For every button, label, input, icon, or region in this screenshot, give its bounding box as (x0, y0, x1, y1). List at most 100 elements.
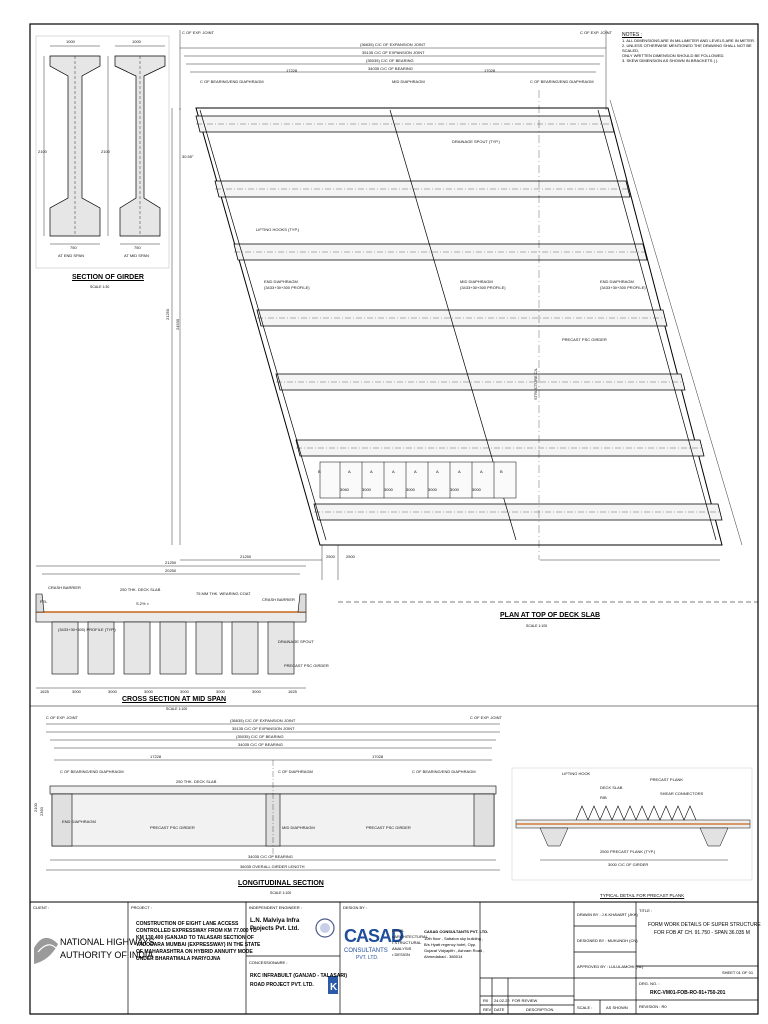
pp-lifting-hook: LIFTING HOOK (562, 771, 591, 776)
ie-line-1: L.N. Malviya Infra (250, 918, 300, 924)
sheet-border (29, 23, 759, 1015)
pp-rib: RIB (600, 795, 607, 800)
drawing-number: RKC-VM01-FOB-RO-91+750-201 (650, 990, 726, 996)
ls-end-dia-right: C OF BEARING/END DIAPHRAGM (412, 769, 476, 774)
plan-mid-dia-size: (3433+30+300 PROFILE) (460, 285, 506, 290)
casad-logo: CASAD (344, 926, 404, 946)
rev-header-desc: DESCRIPTION (526, 1007, 554, 1012)
plan-plank-a-6: A (458, 469, 461, 474)
plan-bottom-dim-1: 21250 (240, 554, 252, 559)
plan-ej-right: C OF EXP. JOINT (580, 30, 612, 35)
project-line-5: OF MAHARASHTRA ON HYBRID ANNUITY MODE (136, 949, 253, 955)
ls-mid: C OF DIAPHRAGM (278, 769, 313, 774)
rev-row-rev: R0 (483, 998, 489, 1003)
notes-block: NOTES : 1. ALL DIMENSIONS ARE IN MILLIME… (622, 32, 762, 63)
plan-top-dim-4: 34035 C/C OF BEARING (368, 66, 413, 71)
ie-line-2: Projects Pvt. Ltd. (250, 926, 300, 932)
cs-deck: 250 THK. DECK SLAB (120, 587, 161, 592)
plan-plank-dim-5: 3000 (428, 487, 437, 492)
plan-side-dim-2: 24530 (175, 318, 180, 330)
plan-plank-a-3: A (392, 469, 395, 474)
service-1: • CIVIL (392, 928, 405, 933)
plan-end-dia-right: END DIAPHRAGM (600, 279, 634, 284)
service-3: • STRUCTURAL (392, 940, 422, 945)
project-line-1: CONSTRUCTION OF EIGHT LANE ACCESS (136, 921, 239, 927)
plan-plank-a-5: A (436, 469, 439, 474)
revision: REVISION : R0 (639, 1004, 667, 1009)
project-line-4: VADODARA MUMBAI (EXPRESSWAY) IN THE STAT… (136, 942, 261, 948)
note-1: 1. ALL DIMENSIONS ARE IN MILLIMETER AND … (622, 38, 756, 44)
girder-top-width: 1000 (66, 39, 75, 44)
girder-depth-mid: 2100 (101, 149, 110, 154)
plan-side-dim-1: 21250 (165, 308, 170, 320)
scale-label: SCALE : (577, 1005, 593, 1010)
plan-half-dim-right: 17028 (484, 68, 496, 73)
rev-row-desc: FOR REVIEW (512, 998, 538, 1003)
note-2: 2. UNLESS OTHERWISE MENTIONED THE DRAWIN… (622, 43, 752, 54)
longitudinal-section-drawing (46, 723, 500, 871)
approved-by: APPROVED BY : LULULAMOHI (NL) (577, 964, 644, 969)
cs-space-1: 1625 (40, 689, 49, 694)
title-line-2: FOR FOB AT CH. 91.750 - SPAN 36.035 M (654, 930, 750, 936)
ls-bottom-dim-2: 36035 OVERALL GIRDER LENGTH (240, 864, 305, 869)
plan-precast-girder: PRECAST PSC GIRDER (562, 337, 607, 342)
address-1: CASAD CONSULTANTS PVT. LTD. (424, 929, 489, 934)
ls-mid-diaphragm: MID DIAPHRAGM (282, 825, 315, 830)
girder-end-span-label: AT END SPAN (58, 253, 85, 258)
girder-section-scale: SCALE 1:30 (90, 285, 110, 289)
concessionaire-label: CONCESSIONAIRE : (249, 960, 288, 965)
plan-plank-dim-1: 3060 (340, 487, 349, 492)
scale-value: AS SHOWN (606, 1005, 628, 1010)
plan-top-dim-1: (36635) C/C OF EXPANSION JOINT (360, 42, 426, 47)
client-line-2: AUTHORITY OF INDIA (60, 950, 154, 960)
pp-girder-dim: 3000 C/C OF GIRDER (608, 862, 649, 867)
plan-end-dia-size-left: (3433+30+300 PROFILE) (264, 285, 310, 290)
plan-plank-dim-4: 3000 (406, 487, 415, 492)
plan-bottom-dim-2: 2500 (326, 554, 335, 559)
cs-space-5: 3000 (180, 689, 189, 694)
cs-overall: 21250 (165, 560, 177, 565)
ls-title: LONGITUDINAL SECTION (238, 880, 324, 887)
plan-structure-cl: STRUCTURE C/L (533, 367, 538, 400)
ls-precast-right: PRECAST PSC GIRDER (366, 825, 411, 830)
design-label: DESIGN BY : (343, 905, 367, 910)
svg-text:K: K (330, 982, 338, 993)
concessionaire-line-1: RKC INFRABUILT (GANJAD - TALASARI) (250, 973, 348, 979)
cs-drainage: DRAINAGE SPOUT (278, 639, 314, 644)
project-label: PROJECT : (131, 905, 152, 910)
ie-label: INDEPENDENT ENGINEER : (249, 905, 302, 910)
plan-title: PLAN AT TOP OF DECK SLAB (500, 612, 601, 619)
girder-web-mid: 750 (134, 245, 141, 250)
pp-precast-plank: PRECAST PLANK (650, 777, 684, 782)
client-line-1: NATIONAL HIGHWAYS (60, 937, 155, 947)
address-5: Ahmedabad - 380014 (424, 954, 463, 959)
plan-drawing (171, 30, 743, 580)
project-line-6: UNDER BHARATMALA PARIYOJNA (136, 956, 221, 962)
cs-crash-right: CRASH BARRIER (262, 597, 295, 602)
plan-mid-dia: MID DIAPHRAGM (460, 279, 493, 284)
cs-scale: SCALE 1:100 (166, 707, 188, 711)
plan-end-dia-size-right: (3433+30+300 PROFILE) (600, 285, 646, 290)
address-4: Gujarat Vidyapith , Ashram Road , (424, 948, 485, 953)
cs-wearing: 75 MM THK. WEARING COAT (196, 591, 251, 596)
cs-diaphragm: (3433+30+300) PROFILE (TYP.) (58, 627, 116, 632)
plan-ej-left: C OF EXP. JOINT (182, 30, 214, 35)
project-line-3: KM 130.400 (GANJAD TO TALASARI SECTION O… (136, 935, 254, 941)
pp-shear: SHEAR CONNECTORS (660, 791, 704, 796)
plan-plank-a-1: A (348, 469, 351, 474)
plan-plank-b: B (318, 469, 321, 474)
ls-ej-right: C OF EXP. JOINT (470, 715, 502, 720)
girder-section-title: SECTION OF GIRDER (72, 274, 144, 281)
cross-section-drawing (30, 565, 758, 707)
girder-mid-span-label: AT MID SPAN (124, 253, 149, 258)
plan-bottom-dim-3: 2500 (346, 554, 355, 559)
rev-header-date: DATE (494, 1007, 505, 1012)
designed-by: DESIGNED BY : MUKUNDH (CN) (577, 938, 638, 943)
plan-plank-dim-3: 3000 (384, 487, 393, 492)
ls-top-dim-2: 35135 C/C OF EXPANSION JOINT (232, 726, 295, 731)
drawing-number-label: DRG. NO. : (639, 981, 660, 986)
address-3: B/s Hyatt regency hotel, Opp. (424, 942, 477, 947)
cs-space-2: 3000 (72, 689, 81, 694)
cs-slope: S.2% × (136, 601, 150, 606)
